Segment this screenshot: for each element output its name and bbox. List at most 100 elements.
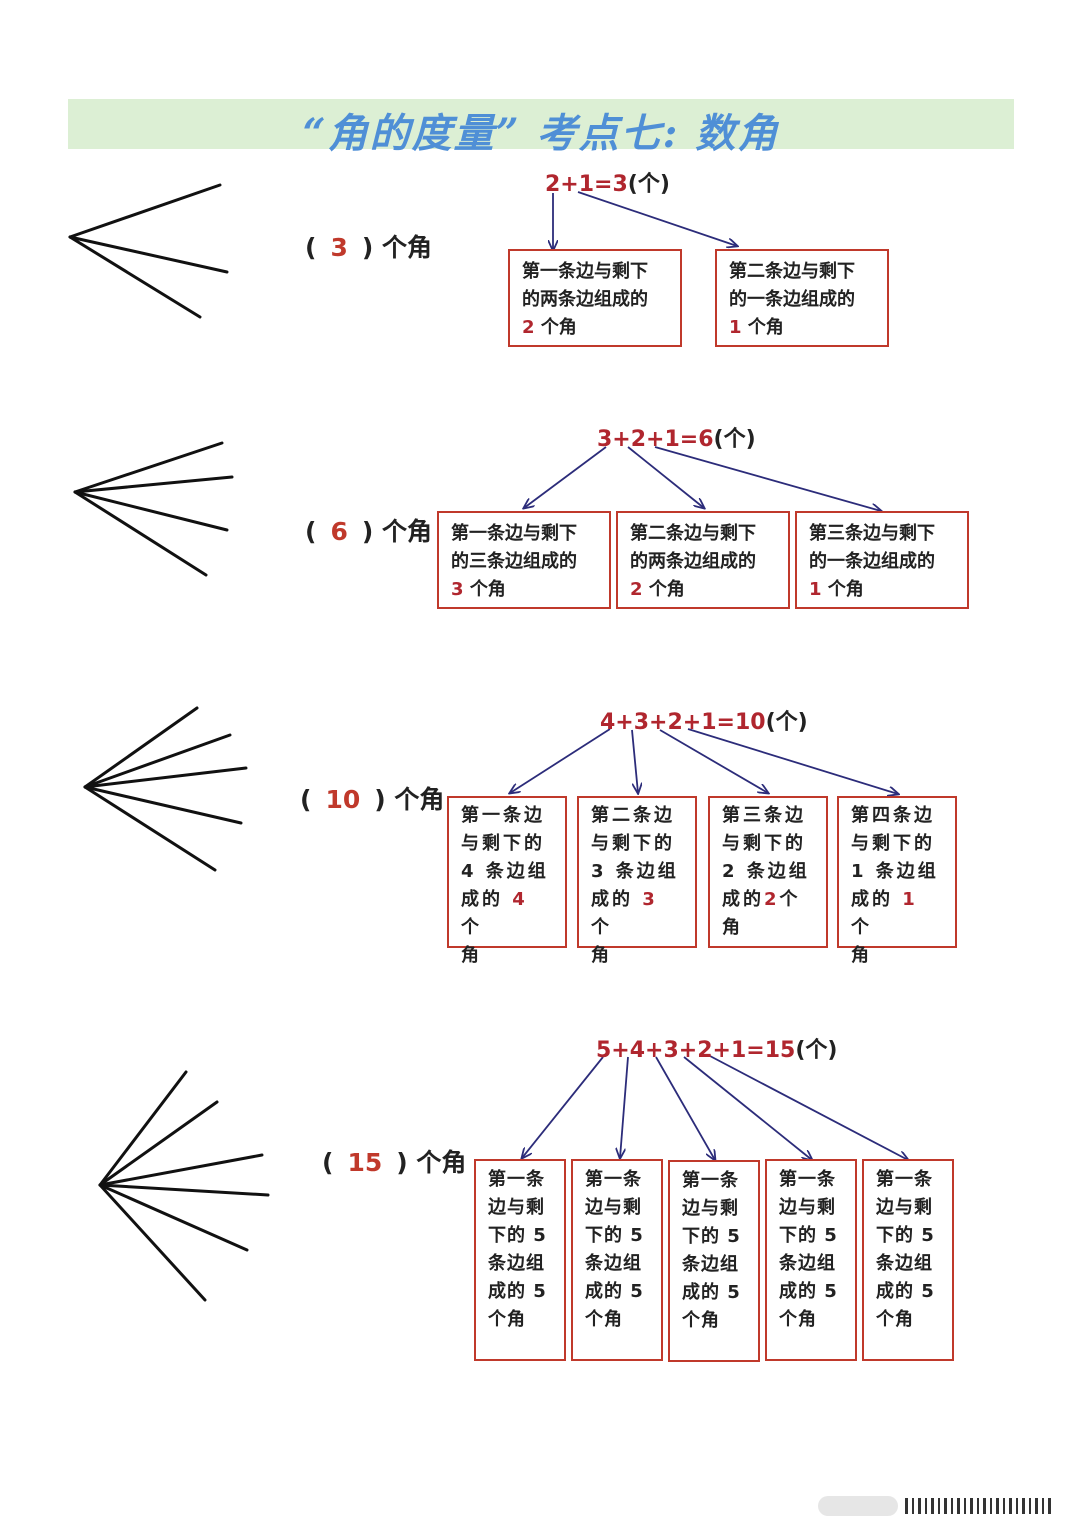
explanation-box: 第二条边与剩下 的一条边组成的 1 个角	[715, 249, 889, 347]
ray	[83, 766, 248, 789]
box-tail: 个角	[469, 579, 506, 600]
box-line: 条边组	[779, 1253, 836, 1274]
box-line: 角	[461, 945, 482, 966]
box-line: 第一条	[876, 1169, 933, 1190]
sum-formula: 5+4+3+2+1=15(个)	[596, 1032, 837, 1064]
formula-unit: (个)	[765, 710, 808, 735]
title-banner: “角的度量” 考点七: 数角	[68, 99, 1014, 157]
ray	[98, 1183, 249, 1252]
count-close: )	[396, 1148, 408, 1177]
sum-formula: 3+2+1=6(个)	[597, 421, 756, 453]
box-line: 第一条边与剩下	[522, 261, 648, 282]
box-line: 3 条边组	[591, 861, 679, 882]
explanation-box: 第二条边与剩下 的两条边组成的 2 个角	[616, 511, 790, 609]
count-value: 10	[325, 785, 361, 814]
ray	[83, 785, 217, 872]
ray	[98, 1153, 264, 1187]
angle-rays-6	[73, 441, 234, 577]
box-line: 下的 5	[585, 1225, 644, 1246]
ray	[68, 183, 222, 239]
box-line: 第四条边	[851, 805, 935, 826]
formula-expression: 2+1=3	[545, 172, 628, 197]
box-tail: 个角	[827, 579, 864, 600]
box-line: 的两条边组成的	[630, 551, 756, 572]
box-line: 与剩下的	[591, 833, 675, 854]
box-number: 1	[729, 317, 742, 338]
box-line: 第二条边	[591, 805, 675, 826]
explanation-box: 第二条边 与剩下的 3 条边组 成的 3 个 角	[577, 796, 697, 966]
ray	[98, 1183, 270, 1197]
sum-formula: 2+1=3(个)	[545, 166, 670, 198]
box-number: 2	[764, 889, 780, 910]
count-open: (	[305, 233, 317, 262]
ray	[73, 490, 229, 532]
ray	[98, 1070, 188, 1187]
arrow	[683, 1056, 812, 1160]
box-line: 第二条边与剩下	[630, 523, 756, 544]
box-line: 第一条	[585, 1169, 642, 1190]
angle-rays-10	[83, 706, 248, 872]
box-line: 的两条边组成的	[522, 289, 648, 310]
ray	[68, 235, 202, 319]
angle-count-label: (3) 个角	[305, 228, 432, 264]
box-line: 下的 5	[876, 1225, 935, 1246]
explanation-box: 第一条 边与剩 下的 5 条边组 成的 5 个角	[765, 1159, 857, 1361]
arrow	[655, 1056, 715, 1160]
arrow	[577, 191, 737, 246]
box-line: 2 条边组	[722, 861, 810, 882]
count-close: )	[374, 785, 386, 814]
box-line: 边与剩	[585, 1197, 642, 1218]
ray	[73, 475, 234, 494]
count-value: 6	[330, 517, 348, 546]
box-line: 条边组	[682, 1254, 739, 1275]
box-line: 第三条边	[722, 805, 806, 826]
box-pre: 成的	[851, 889, 893, 910]
box-line: 个角	[488, 1309, 526, 1330]
box-line: 的三条边组成的	[451, 551, 577, 572]
box-line: 边与剩	[682, 1198, 739, 1219]
arrow	[524, 446, 607, 508]
count-open: (	[322, 1148, 334, 1177]
ray	[68, 235, 229, 274]
box-number: 2	[630, 579, 643, 600]
ray	[98, 1183, 207, 1302]
box-line: 成的 5	[876, 1281, 935, 1302]
box-number: 2	[522, 317, 535, 338]
arrow	[627, 446, 704, 508]
box-pre: 成的	[722, 889, 764, 910]
explanation-box: 第一条边 与剩下的 4 条边组 成的 4 个 角	[447, 796, 567, 966]
box-line: 边与剩	[779, 1197, 836, 1218]
box-tail: 个角	[540, 317, 577, 338]
box-line: 角	[591, 945, 612, 966]
box-line: 与剩下的	[461, 833, 545, 854]
page-title: “角的度量” 考点七: 数角	[302, 110, 780, 157]
box-line: 成的 5	[488, 1281, 547, 1302]
ray	[98, 1100, 219, 1187]
explanation-box: 第一条 边与剩 下的 5 条边组 成的 5 个角	[474, 1159, 566, 1361]
arrow	[522, 1056, 604, 1158]
angle-count-label: (6) 个角	[305, 512, 432, 548]
sum-formula: 4+3+2+1=10(个)	[600, 704, 808, 736]
box-line: 成的 5	[682, 1282, 741, 1303]
formula-unit: (个)	[713, 427, 756, 452]
explanation-box: 第一条边与剩下 的两条边组成的 2 个角	[508, 249, 682, 347]
box-line: 第三条边与剩下	[809, 523, 935, 544]
box-number: 1	[902, 889, 918, 910]
count-suffix: 个角	[382, 517, 433, 546]
formula-expression: 3+2+1=6	[597, 427, 714, 452]
count-close: )	[361, 233, 374, 262]
box-line: 边与剩	[876, 1197, 933, 1218]
formula-unit: (个)	[795, 1038, 838, 1063]
ray	[83, 785, 243, 825]
box-post: 个	[779, 889, 801, 910]
box-line: 成的 5	[585, 1281, 644, 1302]
angle-rays-3	[68, 183, 229, 319]
box-line: 条边组	[488, 1253, 545, 1274]
count-suffix: 个角	[416, 1148, 467, 1177]
box-pre: 成的	[591, 889, 633, 910]
box-line: 第一条边与剩下	[451, 523, 577, 544]
box-line: 第二条边与剩下	[729, 261, 855, 282]
angle-rays-15	[98, 1070, 270, 1302]
box-line: 与剩下的	[851, 833, 935, 854]
